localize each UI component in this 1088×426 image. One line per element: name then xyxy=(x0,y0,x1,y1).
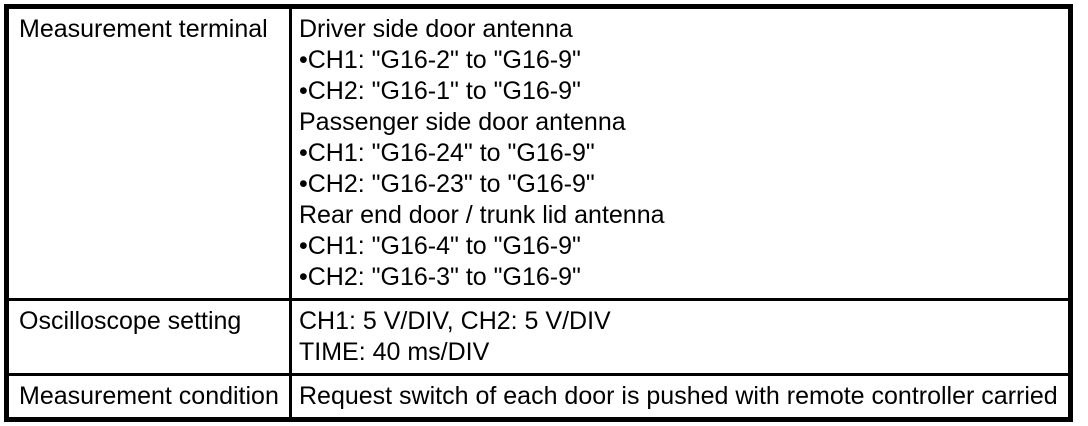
spec-table-body: Measurement terminal Driver side door an… xyxy=(5,5,1072,421)
value-line: •CH2: "G16-1" to "G16-9" xyxy=(299,77,581,105)
table-row-measurement-condition: Measurement condition Request switch of … xyxy=(5,373,1072,421)
value-line: •CH1: "G16-4" to "G16-9" xyxy=(299,232,581,260)
row-label-oscilloscope-setting: Oscilloscope setting xyxy=(5,298,292,376)
value-line: Driver side door antenna xyxy=(299,15,573,43)
value-line: •CH2: "G16-23" to "G16-9" xyxy=(299,170,595,198)
value-line: Rear end door / trunk lid antenna xyxy=(299,201,665,229)
row-label-measurement-condition: Measurement condition xyxy=(5,373,292,421)
value-line: Request switch of each door is pushed wi… xyxy=(299,382,1058,410)
row-value-oscilloscope-setting: CH1: 5 V/DIV, CH2: 5 V/DIV TIME: 40 ms/D… xyxy=(289,298,1072,376)
value-line: •CH1: "G16-24" to "G16-9" xyxy=(299,139,595,167)
measurement-spec-table: Measurement terminal Driver side door an… xyxy=(4,4,1073,422)
value-line: •CH1: "G16-2" to "G16-9" xyxy=(299,46,581,74)
value-line: CH1: 5 V/DIV, CH2: 5 V/DIV xyxy=(299,307,611,335)
value-line: TIME: 40 ms/DIV xyxy=(299,338,490,366)
row-label-measurement-terminal: Measurement terminal xyxy=(5,5,292,301)
value-line: •CH2: "G16-3" to "G16-9" xyxy=(299,263,581,291)
value-line: Passenger side door antenna xyxy=(299,108,626,136)
row-value-measurement-condition: Request switch of each door is pushed wi… xyxy=(289,373,1072,421)
table-row-oscilloscope-setting: Oscilloscope setting CH1: 5 V/DIV, CH2: … xyxy=(5,298,1072,376)
table-row-measurement-terminal: Measurement terminal Driver side door an… xyxy=(5,5,1072,301)
row-value-measurement-terminal: Driver side door antenna •CH1: "G16-2" t… xyxy=(289,5,1072,301)
